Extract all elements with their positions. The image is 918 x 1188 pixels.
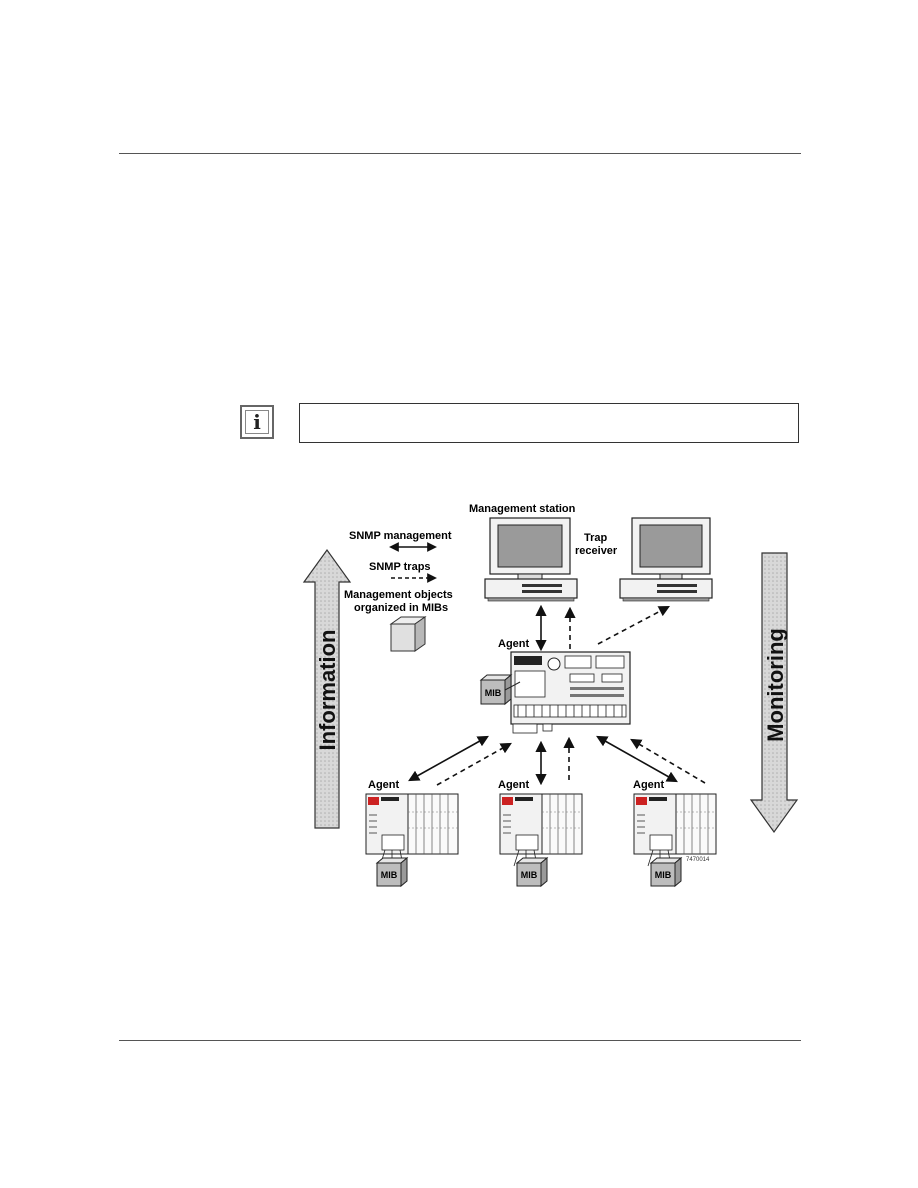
agent-left-mib: MIB (375, 856, 409, 888)
trap-receiver-computer (619, 517, 713, 602)
agent-left: Agent (365, 779, 459, 867)
legend-snmp-management: SNMP management (349, 530, 452, 542)
mib-cube-icon (389, 616, 427, 652)
monitoring-arrow: Monitoring (749, 552, 799, 834)
legend-snmp-traps: SNMP traps (369, 561, 431, 573)
monitoring-label: Monitoring (763, 628, 788, 742)
link-agent-right (596, 735, 678, 783)
central-mib-label: MIB (485, 688, 502, 698)
legend-management-objects-line2: organized in MIBs (354, 602, 448, 614)
trap-receiver-label-1: Trap (584, 532, 608, 544)
footer-rule (119, 1040, 801, 1041)
figure-code: 7470014 (686, 857, 710, 863)
management-station-computer (484, 517, 578, 602)
management-station-label: Management station (469, 503, 576, 515)
note-box (299, 403, 799, 443)
central-agent-device (510, 651, 631, 734)
central-mib-box: MIB (479, 673, 521, 706)
trap-agent-left (436, 742, 512, 786)
agent-right-mib-label: MIB (655, 870, 672, 880)
link-agent-left (408, 735, 489, 782)
trap-link-receiver (597, 605, 670, 645)
legend: SNMP management SNMP traps Management ob… (344, 530, 453, 652)
agent-middle-label: Agent (498, 779, 530, 791)
agent-left-label: Agent (368, 779, 400, 791)
agent-right-mib: MIB (649, 856, 683, 888)
agent-middle-mib-label: MIB (521, 870, 538, 880)
legend-management-objects-line1: Management objects (344, 589, 453, 601)
info-icon: i (240, 405, 274, 439)
agent-right-label: Agent (633, 779, 665, 791)
trap-receiver-label-2: receiver (575, 545, 618, 557)
agent-middle-mib: MIB (515, 856, 549, 888)
central-agent-label: Agent (498, 638, 530, 650)
agent-right: Agent 7470014 (633, 779, 717, 867)
agent-left-mib-label: MIB (381, 870, 398, 880)
information-label: Information (315, 630, 340, 751)
agent-middle: Agent (498, 779, 583, 867)
information-arrow: Information (302, 548, 352, 829)
header-rule (119, 153, 801, 154)
